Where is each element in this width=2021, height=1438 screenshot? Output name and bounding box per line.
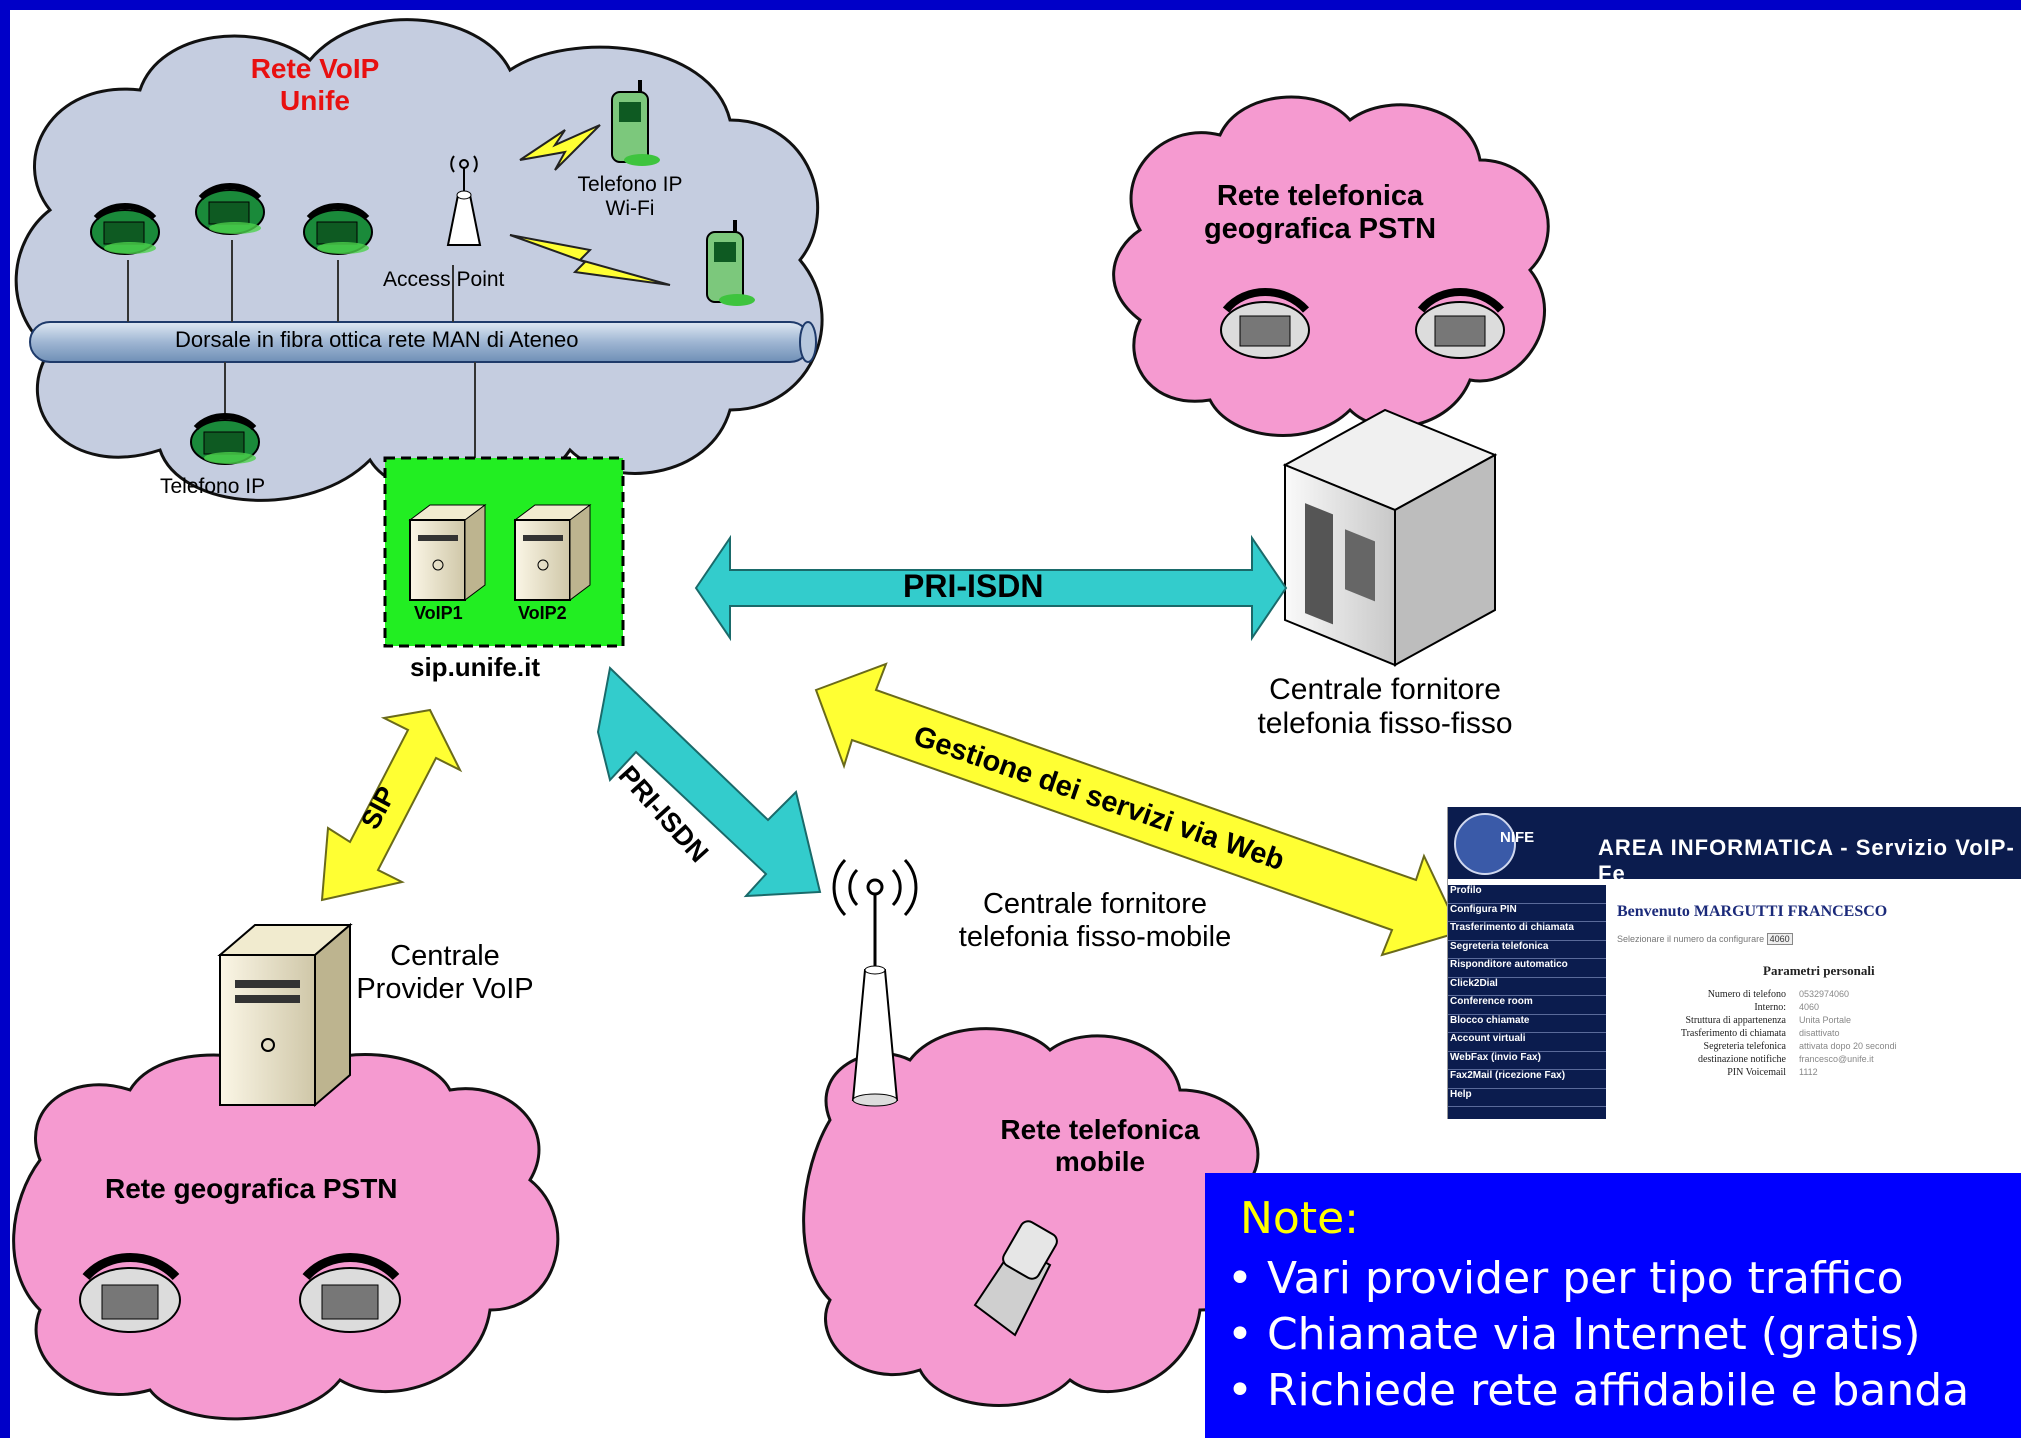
- access-point-label: Access Point: [383, 268, 505, 291]
- pri-isdn-horizontal-arrow: [694, 534, 1288, 642]
- server2-label: VoIP2: [518, 603, 567, 623]
- voip-server-icons: [408, 504, 592, 601]
- web-portal-panel: NIFE AREA INFORMATICA - Servizio VoIP-Fe…: [1447, 807, 2021, 1119]
- web-portal-title: AREA INFORMATICA - Servizio VoIP-Fe: [1598, 835, 2015, 886]
- pstn-phone-icons: [79, 288, 1505, 1333]
- note-bullet: • Vari provider per tipo traffico: [1227, 1253, 1904, 1304]
- mobile-antenna-icon: [832, 858, 918, 1107]
- note-box: Note: • Vari provider per tipo traffico …: [1205, 1173, 2021, 1438]
- params-title: Parametri personali: [1763, 963, 1875, 978]
- menu-item[interactable]: Click2Dial: [1448, 978, 1606, 996]
- pstn-exchange-icon: [1282, 408, 1498, 667]
- wifi-phone-icons: [611, 80, 755, 306]
- menu-item[interactable]: Profilo: [1448, 885, 1606, 904]
- logo-text: NIFE: [1500, 829, 1535, 846]
- menu-item[interactable]: Account virtuali: [1448, 1033, 1606, 1052]
- university-logo-icon: [1454, 813, 1516, 875]
- note-bullet: • Richiede rete affidabile e banda: [1227, 1365, 1970, 1416]
- sip-arrow: [320, 708, 463, 902]
- sip-host-label: sip.unife.it: [410, 652, 540, 682]
- network-drops: [127, 240, 476, 460]
- pstn-top-cloud: [1112, 95, 1550, 437]
- number-selector-label: Selezionare il numero da configurare: [1617, 934, 1765, 944]
- pri-isdn-diagonal-arrow: [596, 665, 822, 898]
- backbone-label: Dorsale in fibra ottica rete MAN di Aten…: [175, 327, 579, 352]
- menu-item[interactable]: Help: [1448, 1089, 1606, 1107]
- param-row: Interno:4060: [1754, 1002, 1820, 1013]
- web-portal-content: Benvenuto MARGUTTI FRANCESCO Selezionare…: [1613, 885, 2021, 1119]
- number-selector: Selezionare il numero da configurare 406…: [1617, 933, 1793, 945]
- note-title: Note:: [1240, 1193, 1359, 1244]
- ip-phone-label: Telefono IP: [160, 475, 266, 498]
- pstn-bottom-cloud: [12, 1053, 560, 1421]
- mobile-phone-icon: [973, 1220, 1058, 1337]
- number-select[interactable]: 4060: [1766, 933, 1793, 945]
- pri-isdn-horizontal-label: PRI-ISDN: [903, 568, 1044, 604]
- menu-item[interactable]: Risponditore automatico: [1448, 959, 1606, 978]
- pstn-bottom-title: Rete geografica PSTN: [105, 1173, 398, 1204]
- menu-item[interactable]: WebFax (invio Fax): [1448, 1052, 1606, 1070]
- welcome-text: Benvenuto MARGUTTI FRANCESCO: [1617, 903, 1888, 920]
- note-bullet: • Chiamate via Internet (gratis): [1227, 1309, 1921, 1360]
- diagram-graphics: [12, 18, 1550, 1421]
- voip-cloud: [14, 18, 824, 502]
- web-portal-header: NIFE AREA INFORMATICA - Servizio VoIP-Fe: [1448, 807, 2021, 886]
- menu-item[interactable]: Conference room: [1448, 996, 1606, 1015]
- menu-item[interactable]: Segreteria telefonica: [1448, 941, 1606, 959]
- wireless-link-icons: [509, 124, 671, 286]
- menu-item[interactable]: Blocco chiamate: [1448, 1015, 1606, 1033]
- menu-item[interactable]: Fax2Mail (ricezione Fax): [1448, 1070, 1606, 1089]
- ip-phone-icons: [90, 183, 373, 465]
- server1-label: VoIP1: [414, 603, 463, 623]
- access-point-icon: [446, 155, 482, 246]
- provider-server-icon: [217, 922, 353, 1108]
- web-portal-menu: Profilo Configura PIN Trasferimento di c…: [1448, 885, 1606, 1119]
- menu-item[interactable]: Trasferimento di chiamata: [1448, 922, 1606, 941]
- menu-item[interactable]: Configura PIN: [1448, 904, 1606, 922]
